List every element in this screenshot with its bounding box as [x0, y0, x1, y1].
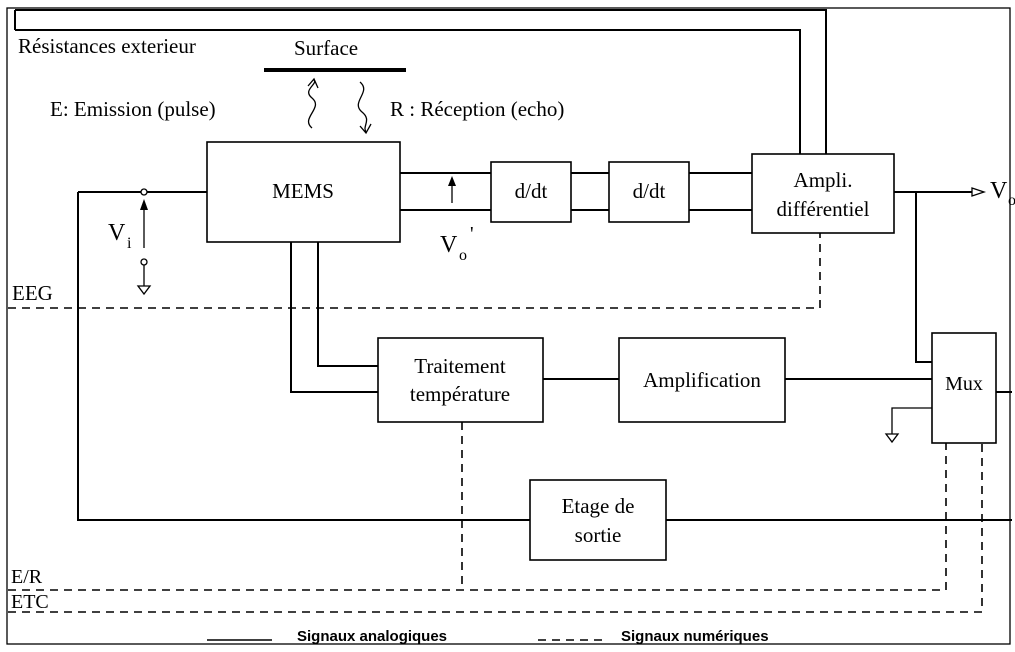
ampli-label-line1: Ampli. — [794, 168, 853, 192]
traitement-temperature-block — [377, 337, 544, 423]
vo-subscript: o — [1008, 192, 1015, 209]
mems-label: MEMS — [272, 179, 334, 203]
ground-icon — [136, 285, 152, 296]
vi-subscript: i — [127, 235, 132, 252]
eeg-label: EEG — [12, 281, 53, 305]
mux-ground-wire — [891, 407, 932, 434]
mems-to-traitement-upper — [317, 242, 378, 367]
mux-ground-icon — [884, 433, 900, 444]
reception-label: R : Réception (echo) — [390, 97, 564, 121]
reception-arrow-icon — [359, 123, 372, 135]
amplification-label: Amplification — [643, 368, 761, 392]
eeg-dashed-wire — [8, 233, 821, 309]
ddt2-block — [608, 161, 690, 223]
vo-prime-subscript: o — [459, 247, 467, 264]
vo-prime-label: V — [440, 232, 458, 258]
reception-wave-icon — [357, 81, 368, 133]
vi-arrow-head-icon — [140, 199, 148, 210]
emission-arrow-icon — [307, 77, 319, 89]
etage-label-line1: Etage de — [562, 494, 635, 518]
ampli-differentiel-block — [751, 153, 895, 234]
left-loop-wire — [77, 192, 530, 521]
ddt1-block — [490, 161, 572, 223]
vi-node-bottom — [140, 258, 148, 266]
etc-dashed-wire — [8, 443, 983, 613]
traitement-label-line2: température — [410, 382, 510, 406]
vo-output-arrow-icon — [971, 187, 987, 197]
surface-label: Surface — [294, 36, 358, 60]
etage-label-line2: sortie — [575, 523, 622, 547]
vo-label: V — [990, 178, 1008, 204]
legend-analog-label: Signaux analogiques — [297, 628, 447, 645]
amplification-block — [618, 337, 786, 423]
emission-label: E: Emission (pulse) — [50, 97, 216, 121]
er-label: E/R — [11, 566, 43, 588]
mems-block — [206, 141, 401, 243]
mux-block — [931, 332, 997, 444]
mems-to-traitement-lower — [290, 242, 378, 393]
emission-wave-icon — [307, 79, 317, 129]
resistances-wire — [15, 29, 801, 154]
vi-label: V — [108, 220, 126, 246]
etage-de-sortie-block — [529, 479, 667, 561]
etc-label: ETC — [11, 591, 49, 613]
vo-prime-mark: ' — [470, 223, 474, 245]
outer-frame — [6, 7, 1011, 645]
vi-node-top — [140, 188, 148, 196]
ampli-to-mux-wire — [915, 192, 932, 363]
er-dashed-wire — [8, 443, 947, 591]
traitement-label-line1: Traitement — [414, 354, 506, 378]
ampli-label-line2: différentiel — [777, 197, 870, 221]
top-outer-wire — [15, 9, 827, 154]
mux-label: Mux — [945, 373, 983, 395]
legend-digital-label: Signaux numériques — [621, 628, 769, 645]
ddt2-label: d/dt — [633, 179, 666, 203]
vo-prime-arrow-head-icon — [448, 176, 456, 186]
resistances-label: Résistances exterieur — [18, 34, 196, 58]
ddt1-label: d/dt — [515, 179, 548, 203]
